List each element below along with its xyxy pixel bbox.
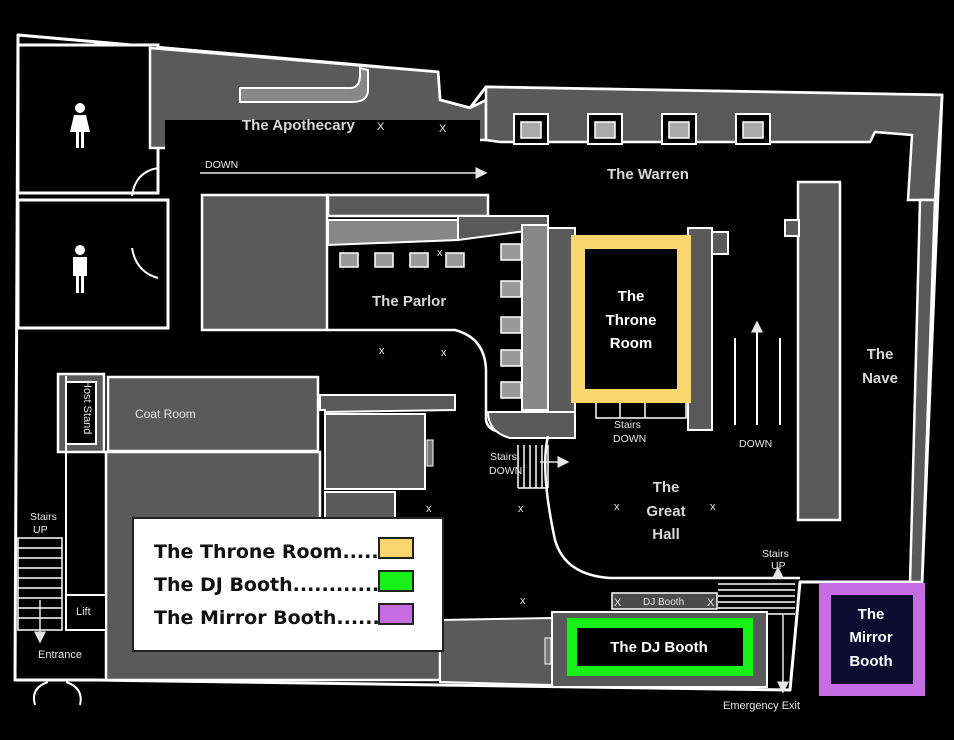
woman-icon bbox=[70, 103, 90, 148]
down-label-right: DOWN bbox=[739, 438, 772, 450]
stairs-curve bbox=[486, 411, 576, 439]
stairs-up-right-label-a: Stairs bbox=[762, 548, 789, 560]
bottom-door bbox=[544, 637, 552, 665]
x-mark: x bbox=[518, 503, 524, 515]
stairs-down-label-1a: Stairs bbox=[490, 451, 517, 463]
parlor-bench bbox=[327, 219, 459, 247]
stairs-down-label-2a: Stairs bbox=[614, 419, 641, 431]
down-label-top: DOWN bbox=[205, 159, 238, 171]
nave-label-1: The bbox=[867, 346, 894, 363]
apothecary-bar bbox=[239, 66, 369, 103]
nave-label-2: Nave bbox=[862, 370, 898, 387]
throne-room-label-2: Throne bbox=[606, 312, 657, 329]
x-mark: x bbox=[437, 247, 443, 259]
apothecary-label: The Apothecary bbox=[242, 117, 355, 134]
x-mark: X bbox=[707, 597, 715, 609]
parlor-seats bbox=[339, 252, 465, 268]
x-mark: X bbox=[377, 121, 385, 133]
stairs-up-right bbox=[718, 577, 795, 615]
stairs-up-left-label-a: Stairs bbox=[30, 511, 57, 523]
x-mark: x bbox=[710, 501, 716, 513]
entrance-doors bbox=[32, 681, 82, 706]
host-stand-label: Host Stand bbox=[81, 380, 93, 434]
great-hall-edge bbox=[543, 435, 800, 580]
coat-room-label: Coat Room bbox=[135, 407, 196, 421]
legend-swatch-throne bbox=[378, 537, 414, 559]
x-mark: x bbox=[441, 347, 447, 359]
parlor-divider bbox=[200, 193, 329, 332]
x-mark: X bbox=[614, 597, 622, 609]
throne-room-label-1: The bbox=[618, 288, 645, 305]
center-room-1 bbox=[324, 413, 426, 490]
apothecary-floor bbox=[165, 120, 480, 175]
niche-seat bbox=[668, 121, 690, 139]
center-door bbox=[426, 439, 434, 467]
legend-label: The Mirror Booth...... bbox=[154, 607, 380, 629]
door-arc-lower bbox=[131, 247, 159, 279]
coat-room bbox=[106, 375, 320, 453]
mirror-booth-label-3: Booth bbox=[849, 653, 892, 670]
stairs-up-right-label-b: UP bbox=[771, 560, 786, 572]
mirror-booth-highlight bbox=[819, 583, 925, 696]
warren-niches bbox=[513, 113, 771, 145]
door-arc-upper bbox=[131, 167, 159, 197]
center-room-2 bbox=[324, 491, 396, 521]
womens-restroom bbox=[16, 43, 160, 195]
lift-label: Lift bbox=[76, 606, 91, 618]
stairs-down-label-1b: DOWN bbox=[489, 465, 522, 477]
emergency-exit-label: Emergency Exit bbox=[723, 700, 800, 712]
entrance-label: Entrance bbox=[38, 649, 82, 661]
great-hall-label-3: Hall bbox=[652, 526, 680, 543]
x-marks: X X x x x x x x x x X X bbox=[377, 121, 716, 609]
map-legend: The Throne Room..... The DJ Booth.......… bbox=[132, 517, 444, 652]
x-mark: x bbox=[379, 345, 385, 357]
niche-seat bbox=[594, 121, 616, 139]
x-mark: x bbox=[426, 503, 432, 515]
man-icon bbox=[73, 245, 87, 293]
x-mark: x bbox=[520, 595, 526, 607]
legend-item-mirror-booth: The Mirror Booth...... bbox=[154, 607, 380, 629]
host-stand-box bbox=[65, 381, 97, 445]
legend-item-throne-room: The Throne Room..... bbox=[154, 541, 379, 563]
mirror-booth-label-1: The bbox=[858, 606, 885, 623]
niche-seat bbox=[520, 121, 542, 139]
bottom-strip bbox=[439, 616, 553, 687]
throne-left-wall bbox=[521, 224, 549, 411]
great-hall-label-2: Great bbox=[646, 503, 685, 520]
niche-seat bbox=[742, 121, 764, 139]
nave-pillar bbox=[784, 219, 800, 237]
throne-room-label-3: Room bbox=[610, 335, 653, 352]
stairs-down-label-2b: DOWN bbox=[613, 433, 646, 445]
dj-booth-small-label: DJ Booth bbox=[643, 597, 684, 608]
dj-booth-label: The DJ Booth bbox=[610, 639, 708, 656]
nave-wall bbox=[908, 198, 937, 584]
x-mark: X bbox=[439, 123, 447, 135]
legend-item-dj-booth: The DJ Booth............. bbox=[154, 574, 386, 596]
throne-right-pillar bbox=[711, 231, 729, 255]
warren-label: The Warren bbox=[607, 166, 689, 183]
x-mark: x bbox=[614, 501, 620, 513]
dj-booth-highlight bbox=[567, 618, 753, 676]
parlor-label: The Parlor bbox=[372, 293, 446, 310]
great-hall-label-1: The bbox=[653, 479, 680, 496]
parlor-top-wall bbox=[326, 193, 490, 218]
mirror-booth-label-2: Mirror bbox=[849, 629, 893, 646]
throne-room-highlight bbox=[571, 235, 691, 403]
mens-restroom bbox=[16, 198, 170, 330]
parlor-side-seats bbox=[500, 243, 522, 399]
lift bbox=[65, 594, 107, 631]
legend-label: The DJ Booth............. bbox=[154, 574, 387, 596]
throne-right-wall bbox=[687, 227, 713, 431]
center-block bbox=[319, 394, 456, 414]
throne-left-wall-2 bbox=[547, 227, 576, 413]
down-ramp-lines bbox=[734, 325, 781, 425]
stairs-up-left-label-b: UP bbox=[33, 524, 48, 536]
legend-label: The Throne Room..... bbox=[154, 541, 379, 563]
legend-swatch-mirror bbox=[378, 603, 414, 625]
dj-booth-small bbox=[611, 592, 718, 610]
stairs-down-center bbox=[517, 445, 549, 489]
nave-bar bbox=[796, 180, 842, 522]
legend-swatch-dj bbox=[378, 570, 414, 592]
